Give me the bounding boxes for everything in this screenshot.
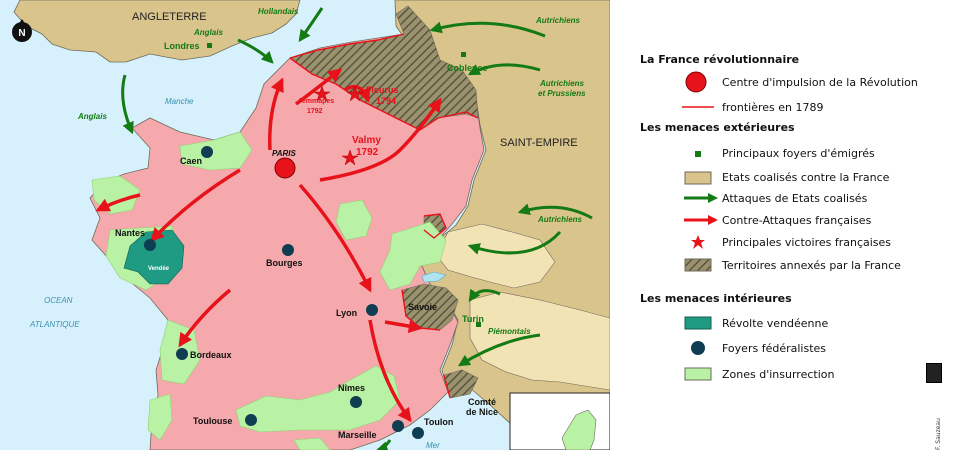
fed-toulouse bbox=[245, 414, 257, 426]
label-bordeaux: Bordeaux bbox=[190, 350, 232, 360]
england-land bbox=[13, 0, 301, 63]
victory-stars bbox=[313, 85, 364, 166]
legend-annexed-icon bbox=[684, 258, 712, 272]
label-ocean-1: OCEAN bbox=[44, 296, 73, 305]
label-fleurus-year: 1794 bbox=[376, 96, 396, 106]
svg-text:N: N bbox=[18, 28, 25, 39]
label-england: ANGLETERRE bbox=[132, 11, 207, 23]
label-toulon: Toulon bbox=[424, 417, 453, 427]
emigre-londres[interactable] bbox=[207, 43, 212, 48]
cc-license-icon bbox=[926, 363, 942, 383]
fed-nantes bbox=[144, 239, 156, 251]
legend: La France révolutionnaire Centre d'impul… bbox=[612, 0, 962, 450]
label-coblence: Coblence bbox=[447, 63, 488, 73]
label-savoie: Savoie bbox=[408, 302, 437, 312]
legend-frontier-icon bbox=[682, 106, 714, 108]
label-marseille: Marseille bbox=[338, 430, 377, 440]
fed-nimes bbox=[350, 396, 362, 408]
label-lyon: Lyon bbox=[336, 308, 357, 318]
legend-centre-icon bbox=[685, 71, 707, 93]
paris-centre[interactable] bbox=[274, 157, 296, 179]
fed-toulon bbox=[412, 427, 424, 439]
legend-insurrection-icon bbox=[684, 367, 712, 381]
label-fleurus: Fleurus bbox=[366, 85, 399, 95]
fed-bordeaux bbox=[176, 348, 188, 360]
legend-federalists: Foyers fédéralistes bbox=[722, 342, 827, 355]
legend-victories: Principales victoires françaises bbox=[722, 236, 892, 249]
fed-lyon bbox=[366, 304, 378, 316]
emigre-turin[interactable] bbox=[476, 322, 481, 327]
star-valmy bbox=[341, 149, 359, 166]
swiss-land bbox=[435, 223, 556, 289]
label-paris: PARIS bbox=[272, 149, 297, 158]
lake-geneva bbox=[421, 271, 447, 283]
legend-emigres-icon bbox=[695, 151, 701, 157]
emigre-coblence[interactable] bbox=[461, 52, 466, 57]
map: N ANGLETERRE SAINT-EMPIRE Manche OCEAN A… bbox=[0, 0, 610, 450]
label-nimes: Nîmes bbox=[338, 383, 365, 393]
label-bourges: Bourges bbox=[266, 258, 303, 268]
legend-coalition-states-icon bbox=[684, 171, 712, 185]
counter-attacks bbox=[95, 68, 442, 423]
star-jemmapes bbox=[313, 85, 331, 102]
label-mer: Mer bbox=[426, 441, 440, 450]
federalist-dots bbox=[144, 146, 424, 439]
coalition-attacks bbox=[121, 7, 593, 450]
label-empire: SAINT-EMPIRE bbox=[500, 137, 578, 149]
label-manche: Manche bbox=[165, 97, 194, 106]
fed-caen bbox=[201, 146, 213, 158]
label-autrichiens-prussiens-1: Autrichiens bbox=[539, 79, 585, 88]
legend-counter-attacks: Contre-Attaques françaises bbox=[722, 214, 872, 227]
label-comte: Comté bbox=[468, 397, 496, 407]
legend-section-revolution: La France révolutionnaire bbox=[640, 53, 800, 66]
label-valmy-year: 1792 bbox=[356, 147, 379, 158]
label-piemontais: Piémontais bbox=[488, 327, 531, 336]
label-autrichiens-2: Autrichiens bbox=[537, 215, 583, 224]
label-nantes: Nantes bbox=[115, 228, 145, 238]
label-autrichiens-1: Autrichiens bbox=[535, 16, 581, 25]
legend-annexed: Territoires annexés par la France bbox=[722, 259, 901, 272]
legend-coalition-states: Etats coalisés contre la France bbox=[722, 171, 890, 184]
label-hollandais: Hollandais bbox=[258, 7, 299, 16]
label-londres: Londres bbox=[164, 41, 200, 51]
legend-emigres: Principaux foyers d'émigrés bbox=[722, 147, 875, 160]
legend-frontier: frontières en 1789 bbox=[722, 101, 824, 114]
label-caen: Caen bbox=[180, 156, 202, 166]
label-anglais-2: Anglais bbox=[77, 112, 107, 121]
legend-coalition-attacks: Attaques de Etats coalisés bbox=[722, 192, 868, 205]
legend-victories-icon bbox=[691, 235, 705, 249]
label-valmy: Valmy bbox=[352, 135, 381, 146]
legend-section-external: Les menaces extérieures bbox=[640, 121, 795, 134]
north-arrow-icon: N bbox=[12, 19, 32, 42]
legend-insurrection: Zones d'insurrection bbox=[722, 368, 835, 381]
label-autrichiens-prussiens-2: et Prussiens bbox=[538, 89, 586, 98]
label-vendee: Vendée bbox=[148, 266, 170, 272]
fed-bourges bbox=[282, 244, 294, 256]
label-jemmapes: Jemmapes bbox=[298, 98, 334, 105]
italy-land bbox=[469, 291, 610, 391]
legend-section-internal: Les menaces intérieures bbox=[640, 292, 792, 305]
legend-centre: Centre d'impulsion de la Révolution bbox=[722, 76, 918, 89]
credit: F. Sauzeau bbox=[935, 418, 942, 450]
label-ocean-2: ATLANTIQUE bbox=[29, 320, 80, 329]
star-fleurus bbox=[346, 85, 364, 102]
label-anglais-1: Anglais bbox=[193, 28, 223, 37]
label-toulouse: Toulouse bbox=[193, 416, 232, 426]
legend-federalists-icon bbox=[691, 341, 705, 355]
fed-marseille bbox=[392, 420, 404, 432]
label-jemmapes-year: 1792 bbox=[307, 108, 323, 115]
legend-vendee-icon bbox=[684, 316, 712, 330]
label-turin: Turin bbox=[462, 314, 484, 324]
label-nice: de Nice bbox=[466, 407, 498, 417]
frontier-1789 bbox=[289, 33, 479, 399]
legend-counter-attacks-icon bbox=[684, 215, 718, 225]
legend-vendee: Révolte vendéenne bbox=[722, 317, 829, 330]
legend-coalition-attacks-icon bbox=[684, 193, 718, 203]
corsica-island bbox=[561, 409, 597, 450]
